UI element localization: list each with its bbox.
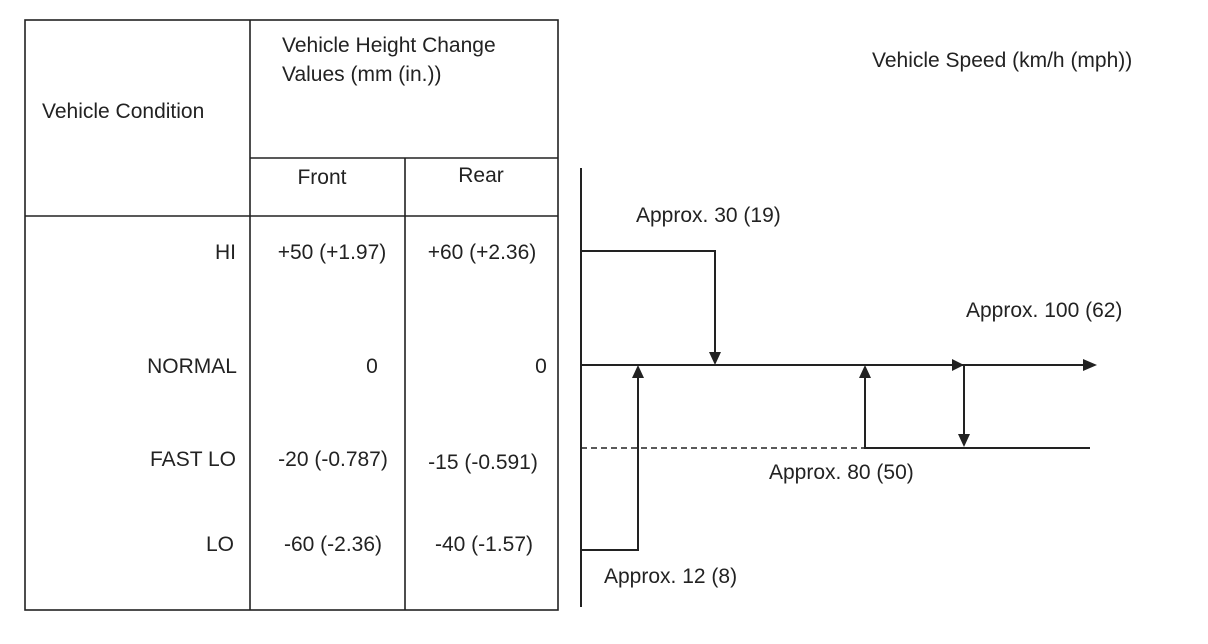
lo-to-normal-arrowhead bbox=[632, 365, 644, 378]
fast-lo-to-normal-arrowhead bbox=[859, 365, 871, 378]
row-front-fast-lo: -20 (-0.787) bbox=[278, 448, 388, 471]
table-row: NORMAL 0 0 bbox=[147, 355, 547, 378]
row-front-normal: 0 bbox=[366, 355, 378, 378]
row-condition-normal: NORMAL bbox=[147, 355, 237, 378]
label-approx-100: Approx. 100 (62) bbox=[966, 299, 1122, 322]
axis-label-vehicle-speed: Vehicle Speed (km/h (mph)) bbox=[872, 49, 1132, 72]
row-condition-fast-lo: FAST LO bbox=[150, 448, 236, 471]
speed-axis-arrowhead bbox=[1083, 359, 1097, 371]
row-front-hi: +50 (+1.97) bbox=[278, 241, 387, 264]
header-height-change-line1: Vehicle Height Change bbox=[282, 34, 496, 57]
row-condition-hi: HI bbox=[215, 241, 236, 264]
label-approx-30: Approx. 30 (19) bbox=[636, 204, 781, 227]
row-front-lo: -60 (-2.36) bbox=[284, 533, 382, 556]
row-rear-normal: 0 bbox=[535, 355, 547, 378]
speed-100-marker-arrowhead bbox=[952, 359, 964, 371]
table-row: HI +50 (+1.97) +60 (+2.36) bbox=[215, 241, 536, 264]
header-rear: Rear bbox=[458, 164, 504, 187]
speed-diagram bbox=[580, 168, 1097, 607]
row-rear-lo: -40 (-1.57) bbox=[435, 533, 533, 556]
row-rear-hi: +60 (+2.36) bbox=[428, 241, 537, 264]
table-row: LO -60 (-2.36) -40 (-1.57) bbox=[206, 533, 533, 556]
normal-to-fast-lo-arrowhead bbox=[958, 434, 970, 447]
fast-lo-level-line bbox=[864, 375, 1090, 449]
header-front: Front bbox=[297, 166, 346, 189]
row-rear-fast-lo: -15 (-0.591) bbox=[428, 451, 538, 474]
header-vehicle-condition: Vehicle Condition bbox=[42, 100, 204, 123]
height-table bbox=[24, 19, 559, 611]
table-row: FAST LO -20 (-0.787) -15 (-0.591) bbox=[150, 448, 538, 474]
lo-level-line bbox=[581, 375, 639, 551]
label-approx-80: Approx. 80 (50) bbox=[769, 461, 914, 484]
hi-level-line bbox=[581, 250, 716, 356]
table-border bbox=[24, 19, 559, 611]
hi-to-normal-arrowhead bbox=[709, 352, 721, 365]
label-approx-12: Approx. 12 (8) bbox=[604, 565, 737, 588]
header-height-change-line2: Values (mm (in.)) bbox=[282, 63, 441, 86]
row-condition-lo: LO bbox=[206, 533, 234, 556]
